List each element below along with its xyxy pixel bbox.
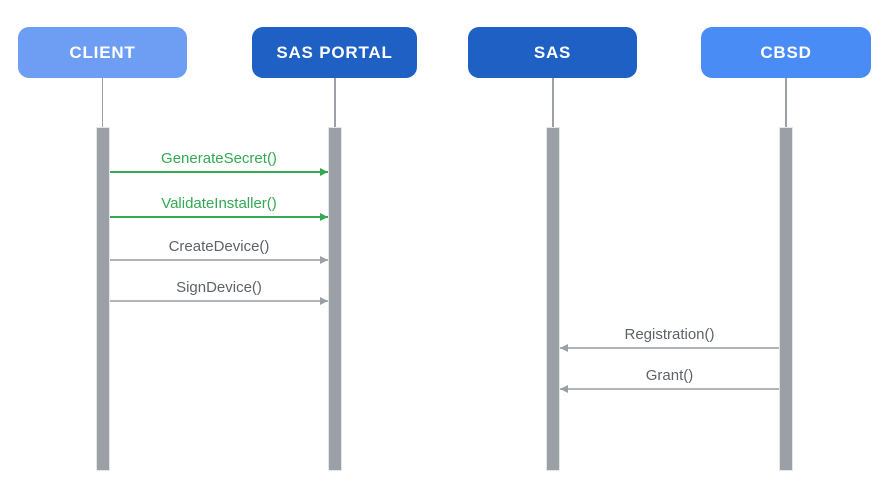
message-label: GenerateSecret() — [161, 150, 277, 167]
message-grant: Grant() — [560, 366, 779, 393]
message-label: CreateDevice() — [168, 238, 270, 255]
arrowhead-right-icon — [320, 167, 328, 176]
arrow-line — [110, 296, 328, 305]
message-registration: Registration() — [560, 325, 779, 352]
arrow-line — [110, 167, 328, 176]
message-label: Grant() — [645, 367, 694, 384]
activation-bar-sas — [545, 127, 560, 471]
message-generate-secret: GenerateSecret() — [110, 149, 328, 176]
message-label: Registration() — [624, 326, 715, 343]
lifeline-stem-client — [101, 78, 103, 127]
arrowhead-left-icon — [560, 343, 568, 352]
actor-sas: SAS — [468, 27, 637, 78]
actor-sas-portal: SAS PORTAL — [252, 27, 417, 78]
message-label: SignDevice() — [176, 279, 262, 296]
arrow-line — [560, 384, 779, 393]
arrow-line — [110, 255, 328, 264]
actor-cbsd: CBSD — [701, 27, 871, 78]
lifeline-stem-cbsd — [785, 78, 787, 127]
activation-bar-sas-portal — [327, 127, 342, 471]
actor-cbsd-label: CBSD — [760, 42, 812, 62]
arrowhead-right-icon — [320, 296, 328, 305]
arrowhead-right-icon — [320, 255, 328, 264]
arrow-line — [110, 212, 328, 221]
message-sign-device: SignDevice() — [110, 278, 328, 305]
lifeline-stem-sas — [552, 78, 554, 127]
message-label: ValidateInstaller() — [161, 195, 277, 212]
message-create-device: CreateDevice() — [110, 237, 328, 264]
activation-bar-client — [95, 127, 110, 471]
arrowhead-right-icon — [320, 212, 328, 221]
activation-bar-cbsd — [779, 127, 793, 471]
message-validate-installer: ValidateInstaller() — [110, 194, 328, 221]
lifeline-stem-sas-portal — [334, 78, 336, 127]
actor-sas-label: SAS — [533, 42, 572, 62]
actor-sas-portal-label: SAS PORTAL — [276, 42, 393, 62]
actor-client: CLIENT — [18, 27, 187, 78]
arrowhead-left-icon — [560, 384, 568, 393]
arrow-line — [560, 343, 779, 352]
actor-client-label: CLIENT — [69, 42, 136, 62]
